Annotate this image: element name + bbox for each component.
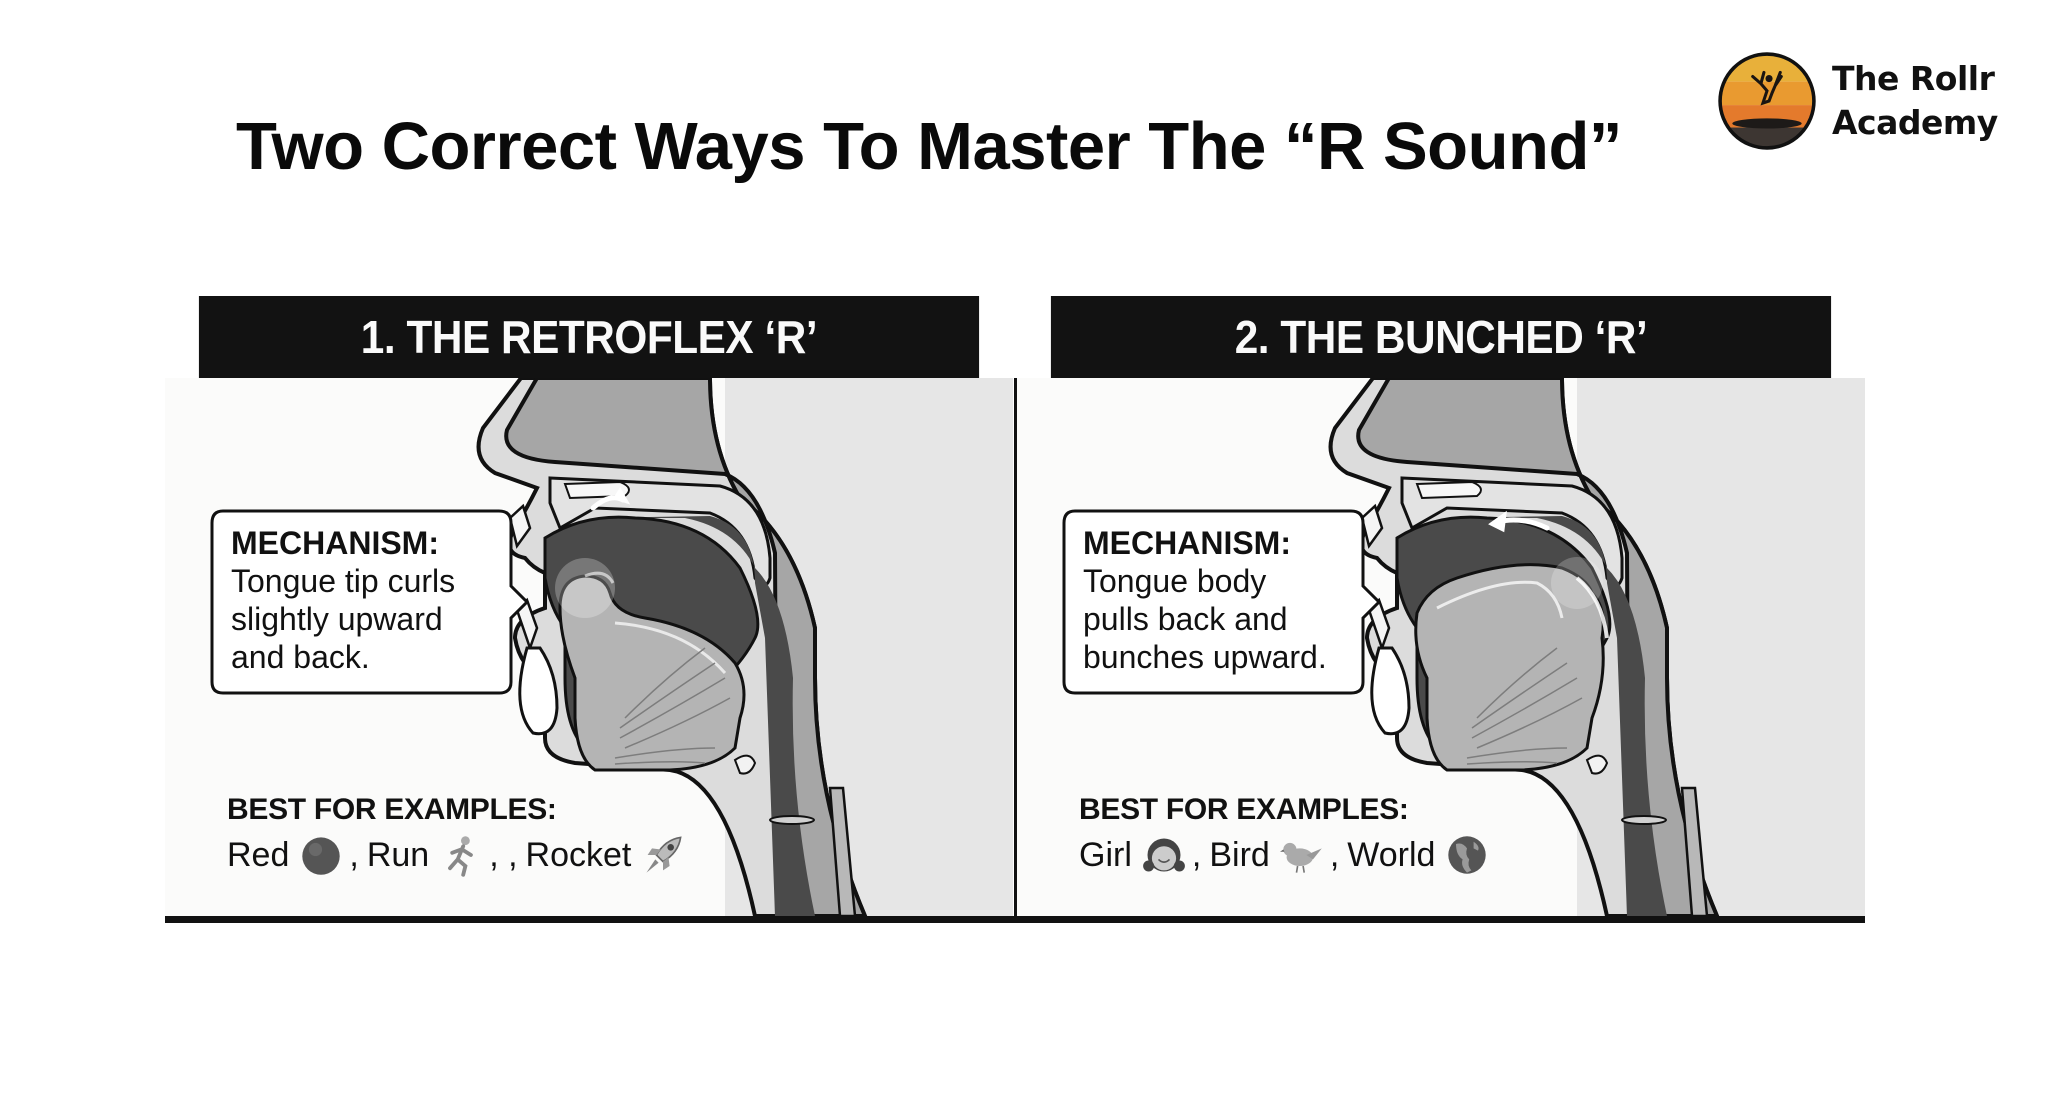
example-word: Bird <box>1209 836 1270 874</box>
example-word: Rocket <box>525 836 632 874</box>
mechanism-callout: MECHANISM: Tongue tip curls slightly upw… <box>209 508 529 696</box>
mechanism-line: Tongue tip curls <box>231 563 456 599</box>
mechanism-callout: MECHANISM: Tongue body pulls back and bu… <box>1061 508 1381 696</box>
example-separator: , <box>349 836 359 874</box>
mechanism-line: slightly upward <box>231 601 443 637</box>
example-word: Run <box>366 836 430 874</box>
red-circle-icon <box>302 837 341 875</box>
mechanism-title: MECHANISM: <box>1083 525 1291 561</box>
examples-block: BEST FOR EXAMPLES: Red , Run , , Rocket <box>227 790 691 880</box>
mechanism-title: MECHANISM: <box>231 525 439 561</box>
bottom-border <box>165 916 1865 923</box>
panel-retroflex: 1. THE RETROFLEX ‘R’ <box>165 296 1013 924</box>
example-word: Red <box>227 836 290 874</box>
example-separator: , , <box>489 836 518 874</box>
bird-icon <box>1279 842 1322 873</box>
examples-title: BEST FOR EXAMPLES: <box>227 793 557 826</box>
examples-list: Red , Run , , Rocket <box>227 830 691 880</box>
mechanism-line: and back. <box>231 639 370 675</box>
panel-heading: 1. THE RETROFLEX ‘R’ <box>198 296 980 378</box>
globe-icon <box>1448 836 1487 874</box>
example-word: World <box>1347 836 1436 874</box>
mechanism-text: MECHANISM: Tongue body pulls back and bu… <box>1083 524 1327 676</box>
running-person-icon <box>448 836 474 877</box>
examples-title: BEST FOR EXAMPLES: <box>1079 793 1409 826</box>
speech-bubble-shape <box>210 509 529 695</box>
trampoline-jumper-icon <box>1718 52 1816 150</box>
girl-face-icon <box>1142 838 1185 872</box>
brand-name: The Rollr Academy <box>1832 57 1998 145</box>
comparison-board: 1. THE RETROFLEX ‘R’ <box>165 296 1865 924</box>
panel-bunched: 2. THE BUNCHED ‘R’ <box>1017 296 1865 924</box>
rocket-icon <box>646 836 682 873</box>
vocal-tract-diagram-retroflex <box>476 378 1013 916</box>
vocal-tract-diagram-bunched <box>1328 378 1865 916</box>
panel-body: MECHANISM: Tongue tip curls slightly upw… <box>165 378 1013 916</box>
panel-body: MECHANISM: Tongue body pulls back and bu… <box>1017 378 1865 916</box>
mechanism-line: Tongue body <box>1083 563 1267 599</box>
example-separator: , <box>1191 836 1202 874</box>
examples-list: Girl , Bird , World <box>1079 830 1495 880</box>
example-separator: , <box>1329 836 1340 874</box>
panel-divider-line <box>1014 378 1017 916</box>
examples-block: BEST FOR EXAMPLES: Girl , Bird , World <box>1079 790 1495 880</box>
panel-heading: 2. THE BUNCHED ‘R’ <box>1050 296 1832 378</box>
mechanism-line: bunches upward. <box>1083 639 1327 675</box>
brand-name-line2: Academy <box>1832 103 1998 142</box>
mechanism-text: MECHANISM: Tongue tip curls slightly upw… <box>231 524 455 676</box>
mechanism-line: pulls back and <box>1083 601 1288 637</box>
page-title: Two Correct Ways To Master The “R Sound” <box>236 109 1622 184</box>
brand-logo: The Rollr Academy <box>1716 50 1998 152</box>
example-word: Girl <box>1079 836 1132 874</box>
brand-name-line1: The Rollr <box>1832 59 1995 98</box>
speech-bubble-shape <box>1062 509 1381 695</box>
